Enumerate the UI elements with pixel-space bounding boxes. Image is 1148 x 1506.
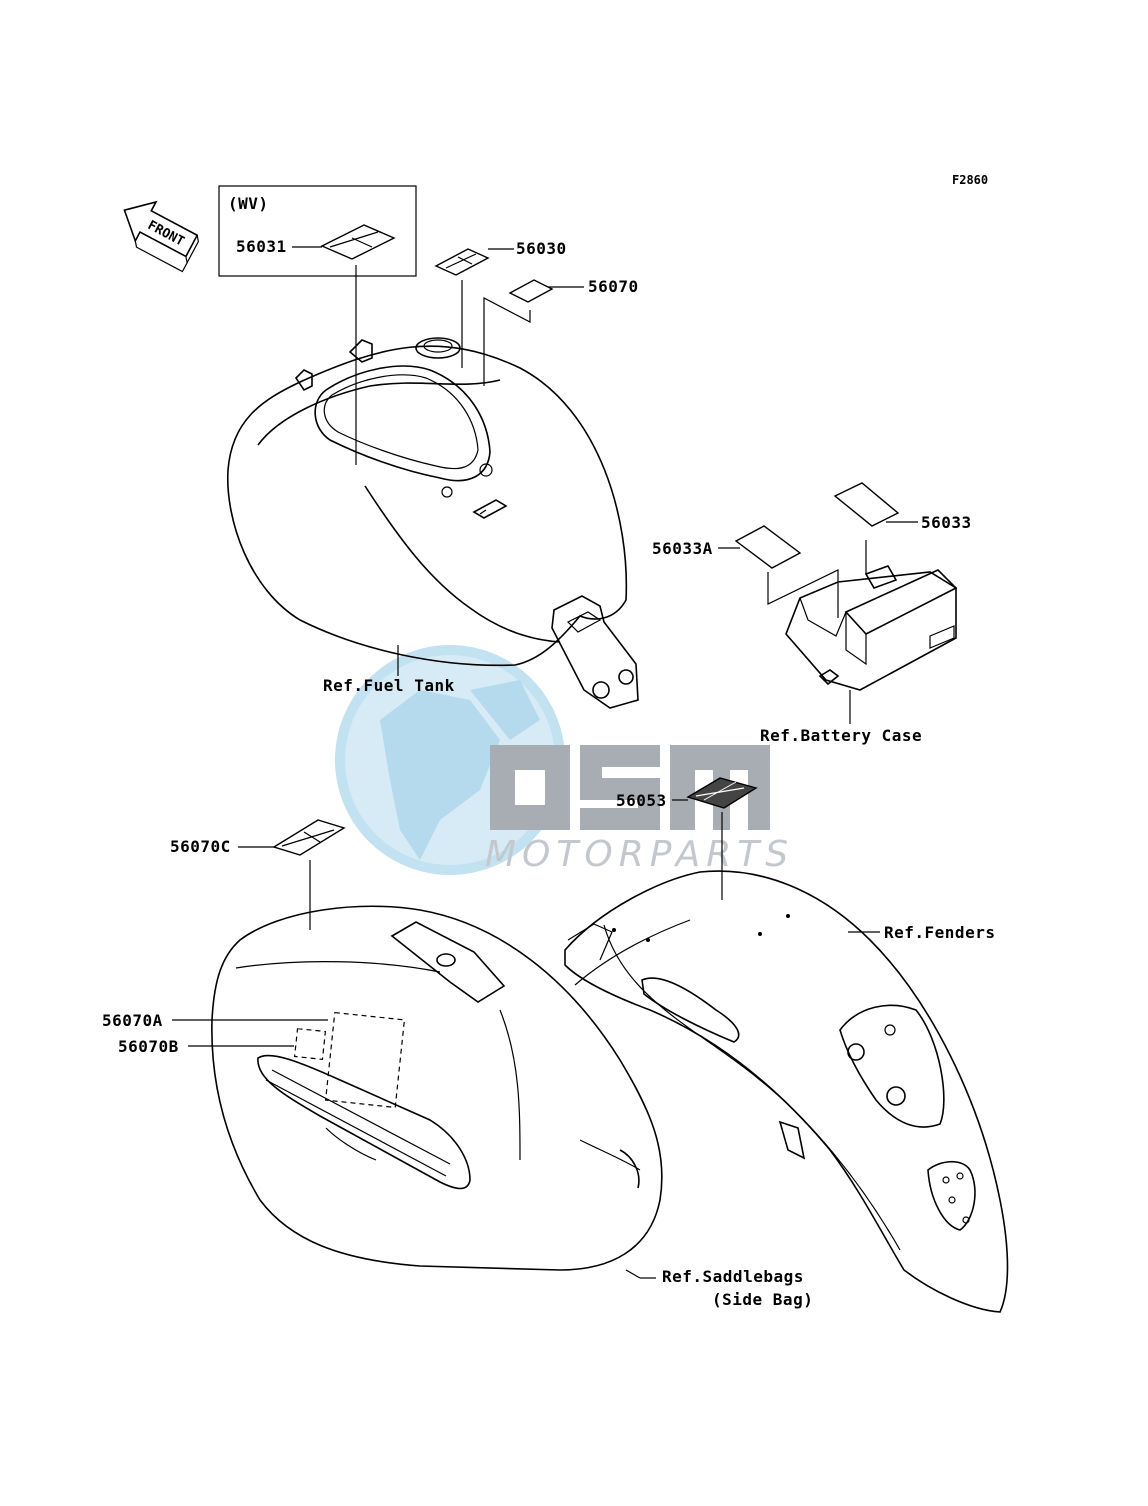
- label-56031: 56031: [236, 237, 287, 256]
- decal-56053: [686, 777, 758, 809]
- decal-56030: [434, 248, 490, 276]
- variant-box: [218, 185, 417, 277]
- label-56070B: 56070B: [118, 1037, 179, 1056]
- front-direction-arrow: FRONT: [123, 200, 199, 273]
- saddlebag: [211, 905, 663, 1271]
- ref-battery-case: Ref.Battery Case: [760, 726, 922, 745]
- decal-56070B-outline: [293, 1027, 327, 1061]
- decal-56070A-outline: [324, 1011, 406, 1109]
- variant-label: (WV): [228, 194, 269, 213]
- battery-case: [785, 565, 958, 691]
- rear-fender: [564, 870, 1009, 1313]
- decal-56070: [508, 279, 554, 303]
- decal-56033A: [734, 525, 802, 569]
- watermark-logo: [490, 745, 770, 830]
- decal-56033: [833, 482, 900, 527]
- figure-code: F2860: [952, 173, 988, 187]
- label-56070: 56070: [588, 277, 639, 296]
- osm-watermark: MOTORPARTS: [335, 645, 794, 875]
- ref-saddlebags-side-bag: (Side Bag): [712, 1290, 813, 1309]
- ref-fuel-tank: Ref.Fuel Tank: [323, 676, 455, 695]
- label-56033A: 56033A: [652, 539, 713, 558]
- watermark-subtitle: MOTORPARTS: [485, 834, 794, 875]
- ref-fenders: Ref.Fenders: [884, 923, 995, 942]
- label-56070C: 56070C: [170, 837, 231, 856]
- decal-56031: [320, 224, 396, 260]
- label-56033: 56033: [921, 513, 972, 532]
- ref-saddlebags: Ref.Saddlebags: [662, 1267, 804, 1286]
- label-56030: 56030: [516, 239, 567, 258]
- label-56070A: 56070A: [102, 1011, 163, 1030]
- fuel-tank: [226, 337, 639, 709]
- label-56053: 56053: [616, 791, 667, 810]
